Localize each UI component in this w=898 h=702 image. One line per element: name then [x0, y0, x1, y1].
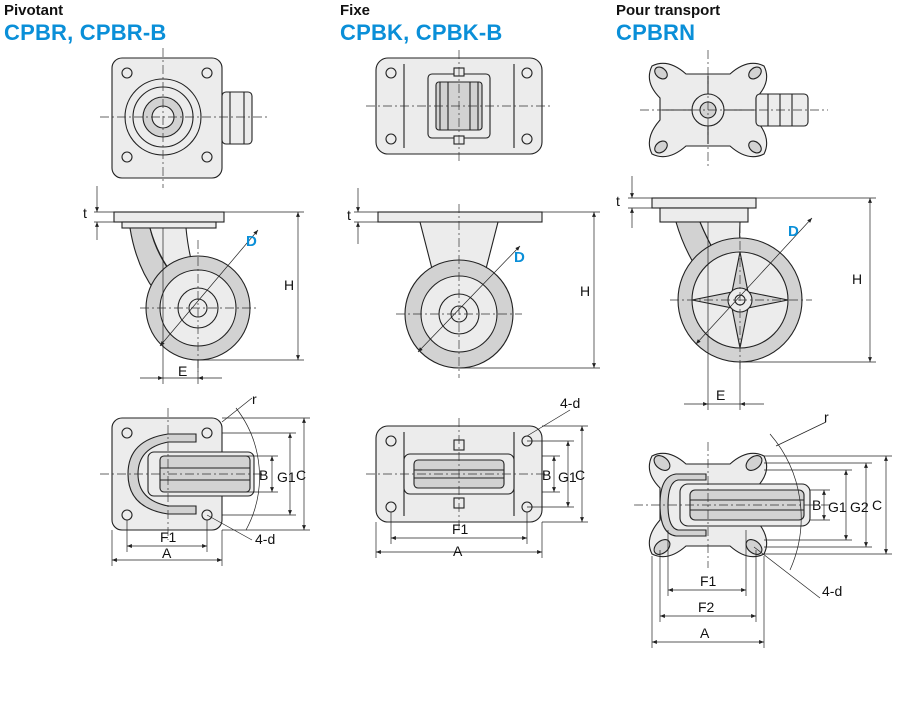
col-transport-kind: Pour transport: [616, 2, 721, 19]
label-r: r: [252, 391, 257, 407]
label-c: C: [872, 497, 882, 513]
pivotant-side-view: [94, 186, 304, 384]
label-f1: F1: [160, 529, 177, 545]
label-d: D: [246, 233, 257, 250]
col-transport-header: Pour transport CPBRN: [616, 2, 720, 46]
pivotant-bottom-view: [100, 397, 310, 566]
label-b: B: [259, 467, 268, 483]
label-c: C: [575, 467, 585, 483]
label-f2: F2: [698, 599, 715, 615]
label-t: t: [616, 193, 620, 209]
pivotant-top-view: [100, 48, 268, 188]
transport-bottom-view: [634, 421, 892, 648]
label-4d: 4-d: [255, 531, 275, 547]
transport-side-view: [628, 176, 876, 410]
col-fixe-model: CPBK, CPBK-B: [340, 20, 503, 45]
transport-top-view: [640, 50, 828, 168]
label-a: A: [700, 625, 710, 641]
label-t: t: [83, 205, 87, 221]
label-e: E: [716, 387, 725, 403]
fixe-bottom-view: [366, 409, 588, 558]
label-h: H: [852, 271, 862, 287]
label-h: H: [580, 283, 590, 299]
col-pivotant-header: Pivotant CPBR, CPBR-B: [4, 2, 167, 46]
label-t: t: [347, 207, 351, 223]
label-4d: 4-d: [822, 583, 842, 599]
label-d: D: [788, 223, 799, 240]
label-g1: G1: [277, 469, 296, 485]
label-d: D: [514, 249, 525, 266]
label-4d: 4-d: [560, 395, 580, 411]
label-g1: G1: [828, 499, 847, 515]
label-r: r: [824, 409, 829, 425]
fixe-side-view: [354, 188, 600, 378]
col-fixe-kind: Fixe: [340, 2, 371, 19]
label-a: A: [453, 543, 463, 559]
label-b: B: [812, 497, 821, 513]
fixe-top-view: [366, 50, 552, 162]
label-f1: F1: [452, 521, 469, 537]
col-transport-model: CPBRN: [616, 20, 696, 45]
label-e: E: [178, 363, 187, 379]
label-g2: G2: [850, 499, 869, 515]
label-c: C: [296, 467, 306, 483]
label-g1: G1: [558, 469, 577, 485]
label-b: B: [542, 467, 551, 483]
col-fixe-header: Fixe CPBK, CPBK-B: [340, 2, 503, 46]
col-pivotant-model: CPBR, CPBR-B: [4, 20, 167, 45]
label-h: H: [284, 277, 294, 293]
col-pivotant-kind: Pivotant: [4, 2, 64, 19]
label-a: A: [162, 545, 172, 561]
label-f1: F1: [700, 573, 717, 589]
